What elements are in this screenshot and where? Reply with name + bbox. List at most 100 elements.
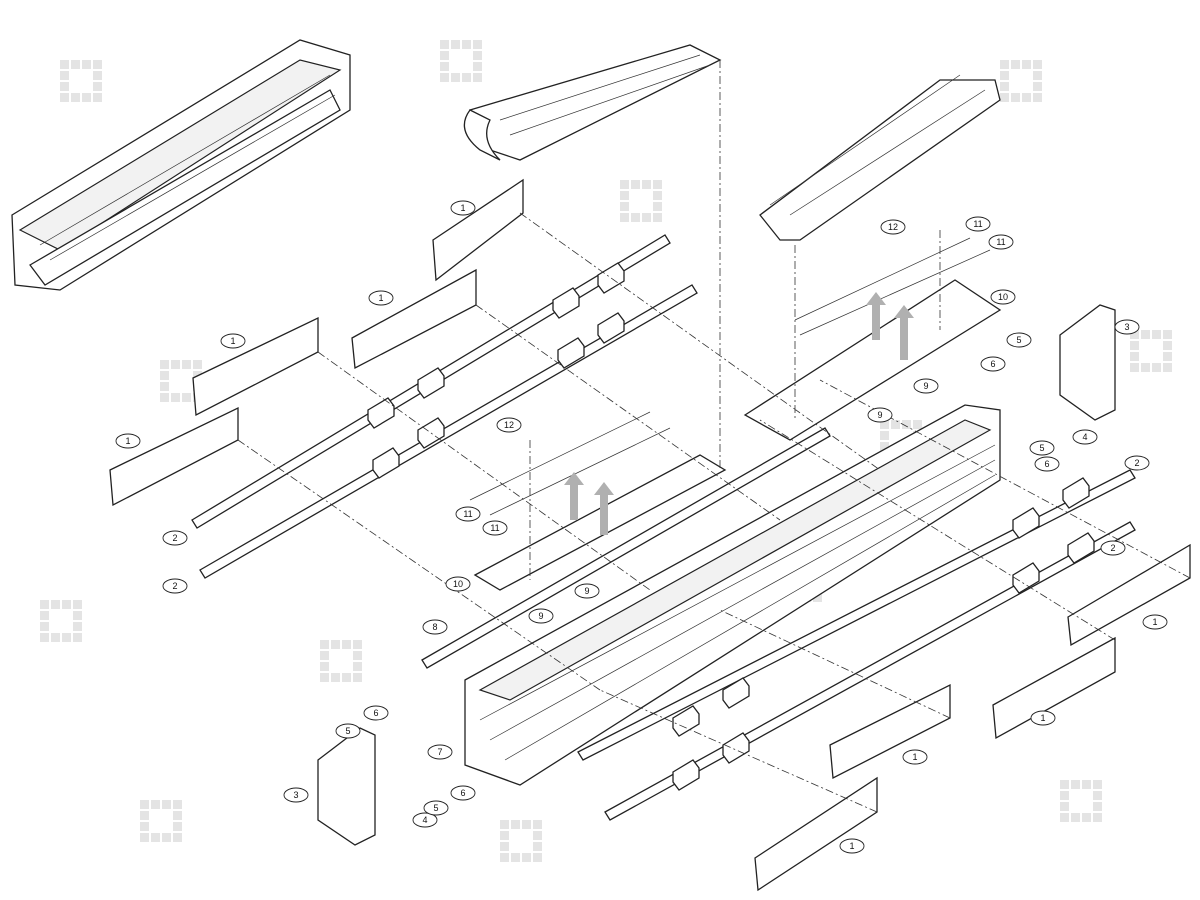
- rail-block: [417, 367, 445, 399]
- watermark-logo: [140, 800, 182, 842]
- callout-number: 2: [1134, 458, 1139, 468]
- cable-chain-left: [463, 44, 722, 161]
- callout-number: 6: [460, 788, 465, 798]
- assembled-module-thumbnail: [11, 39, 351, 291]
- callout-number: 2: [1110, 543, 1115, 553]
- callout-10: 10: [990, 289, 1016, 305]
- callout-1: 1: [115, 433, 141, 449]
- callout-number: 6: [990, 359, 995, 369]
- watermark-logo: [40, 600, 82, 642]
- watermark-logo: [440, 40, 482, 82]
- rail-block: [722, 677, 750, 709]
- callout-number: 11: [463, 509, 472, 519]
- callout-11: 11: [482, 520, 508, 536]
- watermark-logo: [1000, 60, 1042, 102]
- callout-3: 3: [1114, 319, 1140, 335]
- rail-block: [1012, 562, 1040, 594]
- callout-number: 8: [432, 622, 437, 632]
- main-frame: [464, 404, 1001, 786]
- callout-5: 5: [1029, 440, 1055, 456]
- callout-1: 1: [1030, 710, 1056, 726]
- callout-number: 9: [877, 410, 882, 420]
- callout-number: 5: [1039, 443, 1044, 453]
- callout-6: 6: [363, 705, 389, 721]
- rail-block: [372, 447, 400, 479]
- callout-11: 11: [965, 216, 991, 232]
- callout-1: 1: [902, 749, 928, 765]
- callout-number: 12: [888, 222, 898, 232]
- callout-number: 3: [1124, 322, 1129, 332]
- rail-block: [597, 262, 625, 294]
- cable-chain-right: [759, 74, 1001, 241]
- callout-5: 5: [335, 723, 361, 739]
- rail-block: [1067, 532, 1095, 564]
- callout-number: 1: [378, 293, 383, 303]
- callout-6: 6: [450, 785, 476, 801]
- callout-number: 2: [172, 533, 177, 543]
- callout-1: 1: [368, 290, 394, 306]
- callout-9: 9: [574, 583, 600, 599]
- callout-number: 5: [433, 803, 438, 813]
- callout-4: 4: [412, 812, 438, 828]
- rail-block: [672, 759, 700, 791]
- callout-9: 9: [867, 407, 893, 423]
- callout-11: 11: [455, 506, 481, 522]
- cover-plates: [109, 178, 1191, 892]
- rail-block: [597, 312, 625, 344]
- callout-number: 9: [538, 611, 543, 621]
- callout-number: 11: [996, 237, 1005, 247]
- callout-number: 4: [1082, 432, 1087, 442]
- callout-number: 9: [584, 586, 589, 596]
- callout-2: 2: [1100, 540, 1126, 556]
- callout-5: 5: [423, 800, 449, 816]
- rail-block: [1012, 507, 1040, 539]
- linear-rails: [191, 234, 1136, 821]
- callout-6: 6: [980, 356, 1006, 372]
- callout-number: 1: [125, 436, 130, 446]
- callout-labels: 1111111122223344555566667899991010111111…: [115, 200, 1168, 854]
- callout-4: 4: [1072, 429, 1098, 445]
- watermark-logo: [500, 820, 542, 862]
- callout-3: 3: [283, 787, 309, 803]
- watermark-logo: [60, 60, 102, 102]
- watermark-logo: [1130, 330, 1172, 372]
- callout-number: 10: [453, 579, 463, 589]
- callout-number: 11: [973, 219, 982, 229]
- callout-2: 2: [162, 578, 188, 594]
- callout-1: 1: [450, 200, 476, 216]
- watermark-logo: [620, 180, 662, 222]
- callout-6: 6: [1034, 456, 1060, 472]
- rail-block: [672, 705, 700, 737]
- callout-number: 5: [1016, 335, 1021, 345]
- callout-2: 2: [162, 530, 188, 546]
- callout-number: 1: [230, 336, 235, 346]
- callout-11: 11: [988, 234, 1014, 250]
- callout-number: 2: [172, 581, 177, 591]
- watermark-logo: [1060, 780, 1102, 822]
- callout-number: 12: [504, 420, 514, 430]
- callout-5: 5: [1006, 332, 1032, 348]
- callout-number: 1: [460, 203, 465, 213]
- callout-8: 8: [422, 619, 448, 635]
- callout-12: 12: [496, 417, 522, 433]
- callout-number: 1: [1040, 713, 1045, 723]
- callout-number: 1: [1152, 617, 1157, 627]
- callout-1: 1: [1142, 614, 1168, 630]
- callout-number: 3: [293, 790, 298, 800]
- callout-number: 4: [422, 815, 427, 825]
- callout-number: 1: [849, 841, 854, 851]
- rail-block: [367, 397, 395, 429]
- callout-number: 10: [998, 292, 1008, 302]
- up-arrows: [564, 292, 914, 535]
- rail-block: [722, 732, 750, 764]
- callout-number: 6: [1044, 459, 1049, 469]
- rail-blocks: [367, 262, 1095, 791]
- callout-7: 7: [427, 744, 453, 760]
- callout-number: 1: [912, 752, 917, 762]
- callout-number: 9: [923, 381, 928, 391]
- callout-2: 2: [1124, 455, 1150, 471]
- end-brackets: [317, 304, 1116, 846]
